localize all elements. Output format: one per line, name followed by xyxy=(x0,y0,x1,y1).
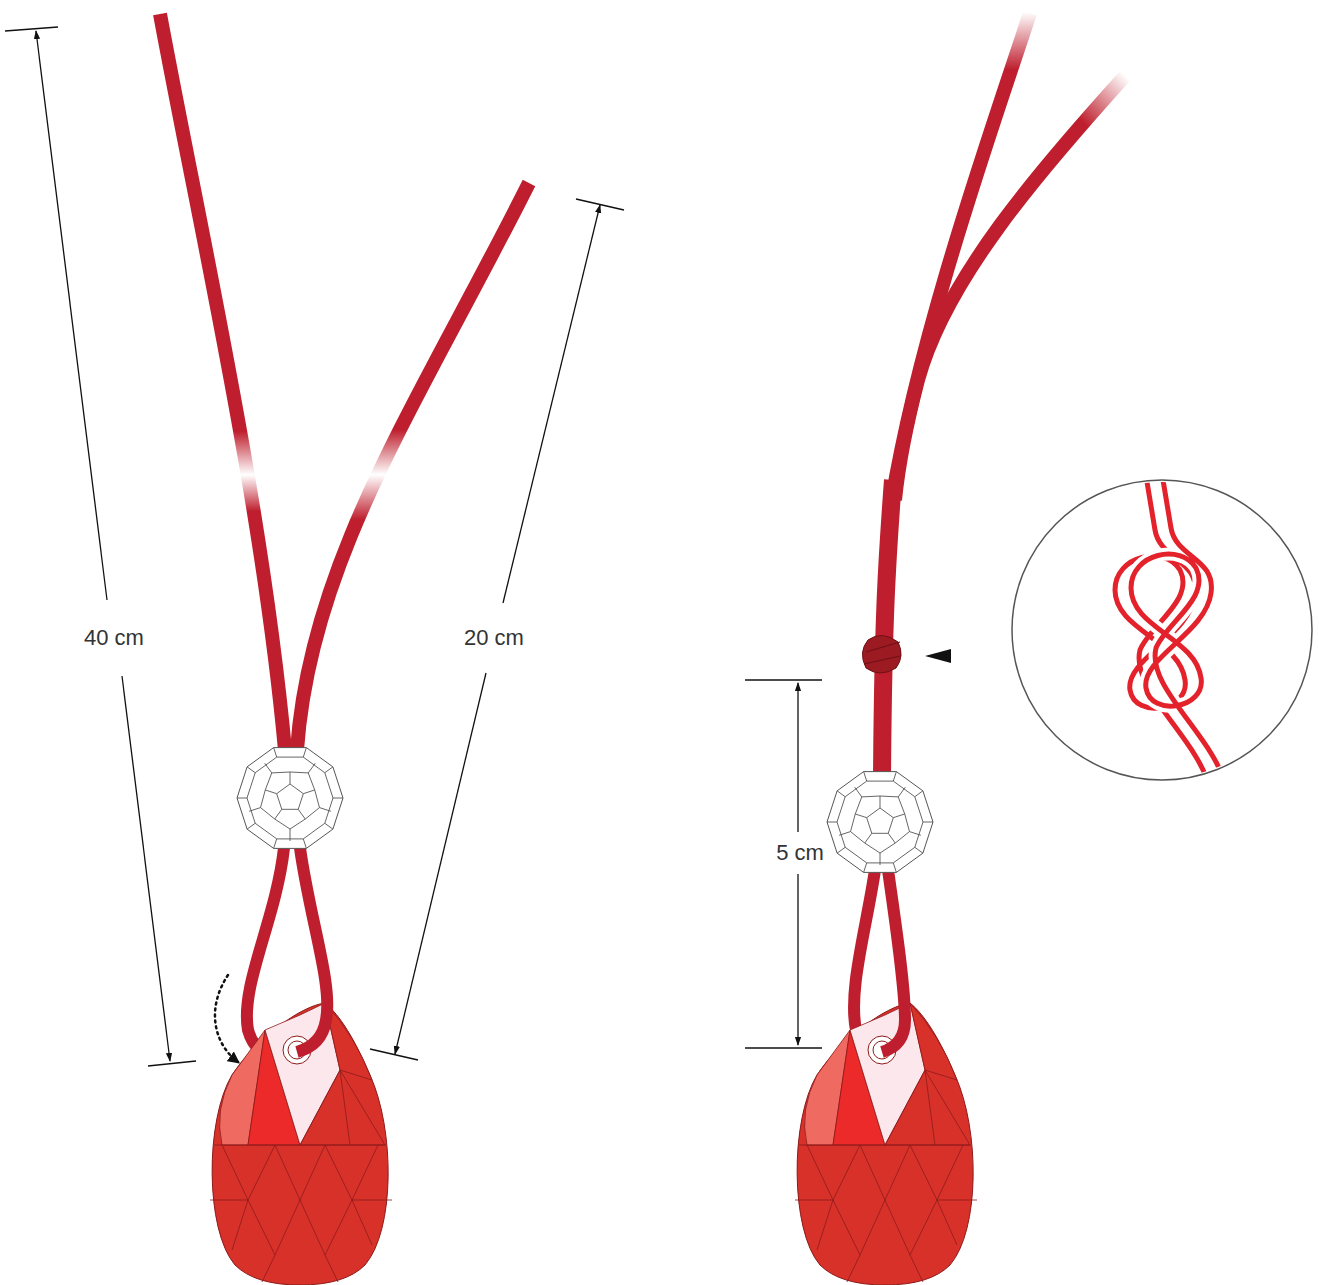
dimension-label: 5 cm xyxy=(772,839,828,867)
dimension-label: 20 cm xyxy=(460,624,528,652)
dimension-label: 40 cm xyxy=(80,624,148,652)
